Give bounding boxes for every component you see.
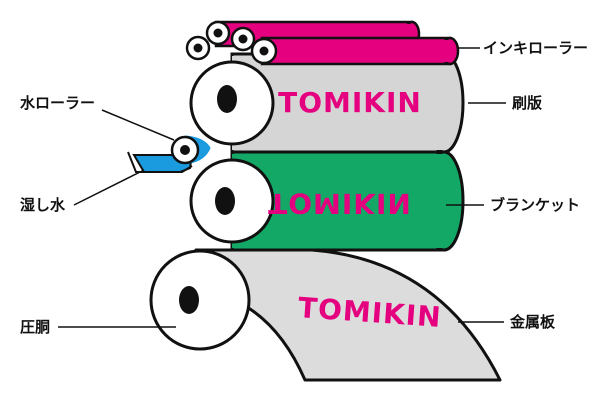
blanket-cylinder-hub xyxy=(215,187,235,215)
blanket-cylinder: TOMIKIN xyxy=(189,150,465,252)
leader-lines xyxy=(58,47,506,328)
blanket-brand-text: TOMIKIN xyxy=(268,187,412,220)
impression-cylinder-hub xyxy=(179,286,199,314)
metal-sheet-label: 金属板 xyxy=(509,313,556,331)
ink-roller-end xyxy=(250,37,278,65)
leader-line xyxy=(101,109,175,141)
plate-cylinder: TOMIKIN xyxy=(189,52,465,154)
water-roller-label: 水ローラー xyxy=(20,94,95,112)
ink-roller-end xyxy=(230,26,256,52)
water-roller xyxy=(170,135,211,165)
ink-rollers xyxy=(185,20,460,66)
ink-roller-end xyxy=(185,35,211,61)
plate-brand-text: TOMIKIN xyxy=(278,86,422,119)
ink-roller-end xyxy=(205,20,231,46)
ink-roller-label: インキローラー xyxy=(483,39,588,57)
impression-cylinder-label: 圧胴 xyxy=(20,318,50,336)
impression-cylinder xyxy=(149,249,251,351)
blanket-label: ブランケット xyxy=(490,196,580,214)
plate-label: 刷版 xyxy=(512,94,542,112)
metal-sheet: TOMIKIN xyxy=(194,248,502,382)
leader-line xyxy=(73,169,145,206)
plate-cylinder-hub xyxy=(217,85,237,113)
dampening-water-label: 湿し水 xyxy=(20,196,66,214)
